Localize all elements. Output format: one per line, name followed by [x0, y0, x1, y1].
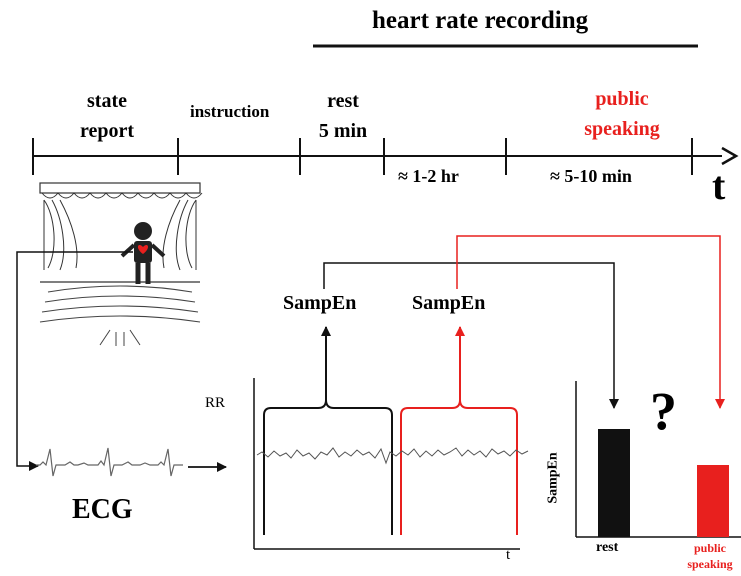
rr-trace [256, 447, 529, 465]
timeline-axis [32, 138, 739, 175]
speaking-routing-arrow [456, 235, 725, 409]
bar-label-rest: rest [596, 540, 619, 555]
rest-routing-arrow [323, 262, 619, 409]
recording-label: heart rate recording [372, 7, 589, 34]
rest-window-bracket [263, 399, 393, 535]
time-axis-label: t [712, 163, 726, 208]
ecg-label: ECG [72, 494, 133, 525]
ecg-trace [36, 447, 183, 477]
sampen-speaking-label: SampEn [412, 292, 486, 314]
bar-label-speaking: speaking [687, 557, 733, 571]
duration-wait: ≈ 1-2 hr [398, 166, 459, 186]
phase-speaking-label: speaking [584, 118, 660, 140]
phase-public-label: public [595, 88, 649, 110]
theater-stage-speaker-icon [39, 182, 203, 346]
phase-public-speaking: public speaking [560, 84, 684, 144]
scene-to-ecg-arrow [16, 251, 133, 471]
duration-speaking: ≈ 5-10 min [550, 166, 632, 186]
bar-label-public: public [693, 541, 726, 555]
bar-public-speaking [697, 465, 729, 537]
phase-rest-label: rest [327, 90, 359, 112]
rr-plot-axes [253, 378, 520, 550]
bar-chart-y-label: SampEn [545, 452, 561, 504]
phase-report-label: report [79, 120, 135, 142]
phase-rest: rest 5 min [308, 86, 378, 146]
phase-state-label: state [87, 90, 127, 112]
bar-label-public-speaking: public speaking [680, 540, 740, 572]
sampen-bar-chart [575, 381, 741, 538]
bar-rest [598, 429, 630, 537]
rr-y-label: RR [205, 395, 226, 411]
sampen-rest-label: SampEn [283, 292, 357, 314]
phase-state-report: state report [60, 86, 154, 146]
rr-x-label: t [506, 547, 511, 563]
phase-rest-duration: 5 min [318, 120, 368, 142]
question-mark: ? [650, 381, 677, 441]
speaking-window-bracket [400, 399, 518, 535]
phase-instruction: instruction [190, 102, 270, 121]
